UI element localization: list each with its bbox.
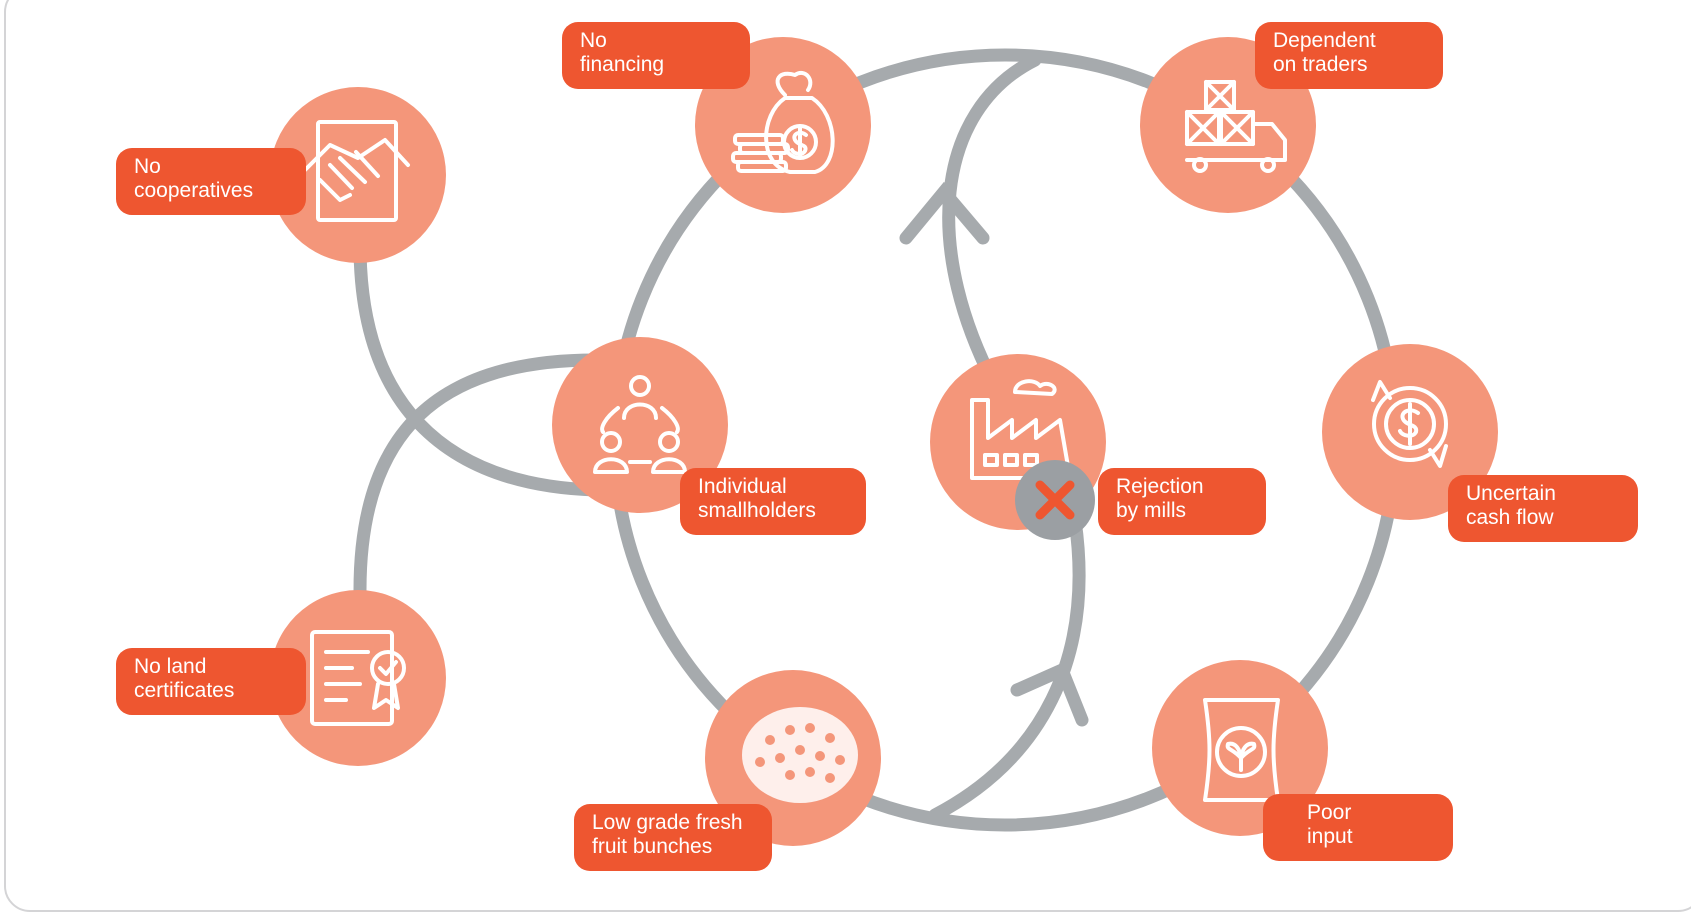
upper-inner-loop-path (942, 53, 1042, 402)
lower-inner-loop-path (928, 513, 1086, 822)
node-low-grade-ffb (705, 670, 881, 846)
content-frame (4, 0, 1691, 912)
dollar-cycle-icon (1371, 380, 1448, 468)
lower-arrow-head (1010, 661, 1089, 727)
node-no-land-certificates (270, 590, 446, 766)
label-poor-input: Poor input (1263, 794, 1453, 861)
factory-icon (970, 379, 1072, 480)
label-uncertain-cash-flow: Uncertain cash flow (1448, 475, 1638, 542)
upper-arrow-head (899, 181, 990, 245)
money-bag-coins-icon (731, 70, 835, 174)
land-branch-path (353, 353, 602, 597)
palm-fruit-bunch-icon (742, 707, 858, 803)
node-no-cooperatives (270, 87, 446, 263)
people-network-icon (593, 375, 687, 474)
node-uncertain-cash-flow (1322, 344, 1498, 520)
label-rejection-by-mills: Rejection by mills (1098, 468, 1266, 535)
label-no-cooperatives: No cooperatives (116, 148, 306, 215)
certificate-icon (310, 630, 406, 726)
cargo-truck-icon (1185, 80, 1287, 173)
label-low-grade-ffb: Low grade fresh fruit bunches (574, 804, 772, 871)
handshake-contract-icon (303, 120, 410, 222)
label-no-land-certificates: No land certificates (116, 648, 306, 715)
label-dependent-on-traders: Dependent on traders (1255, 22, 1443, 89)
node-poor-input (1152, 660, 1328, 836)
label-no-financing: No financing (562, 22, 750, 89)
reject-x-icon (1015, 460, 1095, 540)
label-individual-smallholders: Individual smallholders (680, 468, 866, 535)
node-individual-smallholders (552, 337, 728, 513)
main-cycle-path (608, 48, 1402, 832)
node-rejection-by-mills (930, 354, 1106, 540)
